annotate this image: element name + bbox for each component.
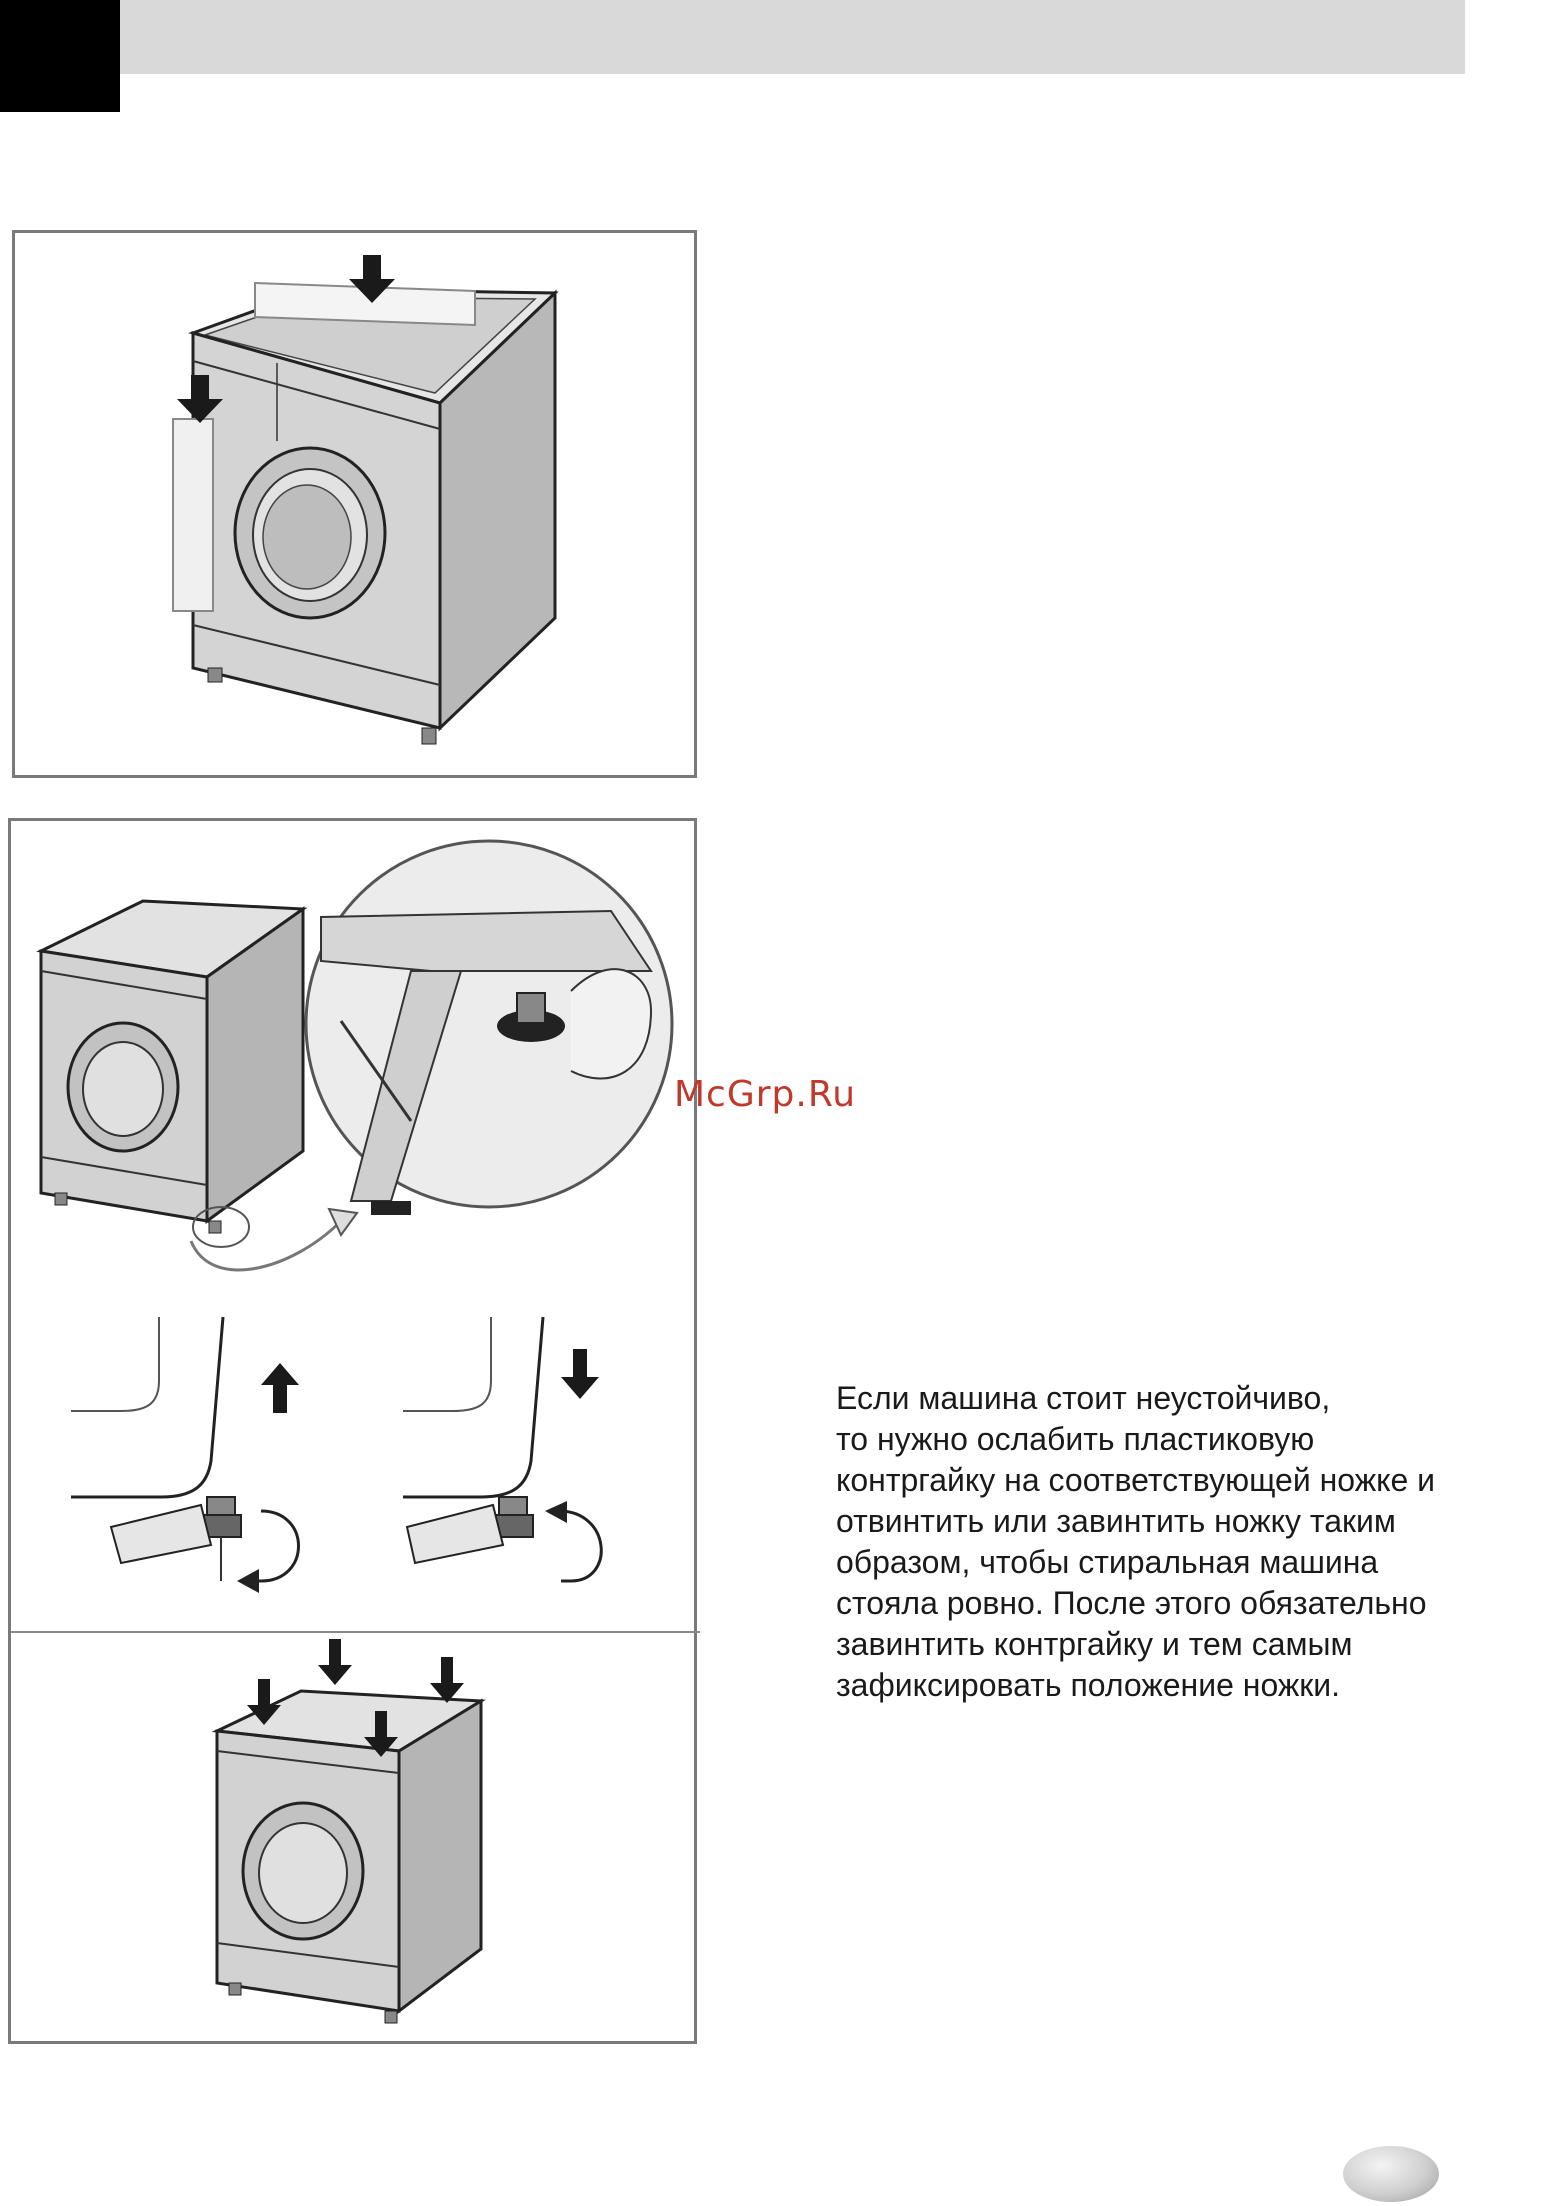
header-black-block [0,0,120,112]
instruction-line: отвинтить или завинтить ножку таким [836,1501,1526,1542]
page-number-badge [1343,2146,1439,2202]
watermark-text: McGrp.Ru [674,1074,856,1115]
instruction-line: контргайку на соответствующей ножке и [836,1460,1526,1501]
instruction-line: то нужно ослабить пластиковую [836,1419,1526,1460]
instruction-line: зафиксировать положение ножки. [836,1665,1526,1706]
illustration-panel-leveling [8,818,697,2044]
illustration-panel-transport-bolts [12,230,697,778]
instruction-line: стояла ровно. После этого обязательно [836,1583,1526,1624]
leveling-illustration [11,821,694,2041]
instruction-line: Если машина стоит неустойчиво, [836,1378,1526,1419]
leveling-instructions: Если машина стоит неустойчиво, то нужно … [836,1378,1526,1706]
instruction-line: завинтить контргайку и тем самым [836,1624,1526,1665]
washing-machine-transport-illustration [15,233,694,775]
panel-divider [11,1631,700,1633]
header-gray-bar [120,0,1465,74]
instruction-line: образом, чтобы стиральная машина [836,1542,1526,1583]
